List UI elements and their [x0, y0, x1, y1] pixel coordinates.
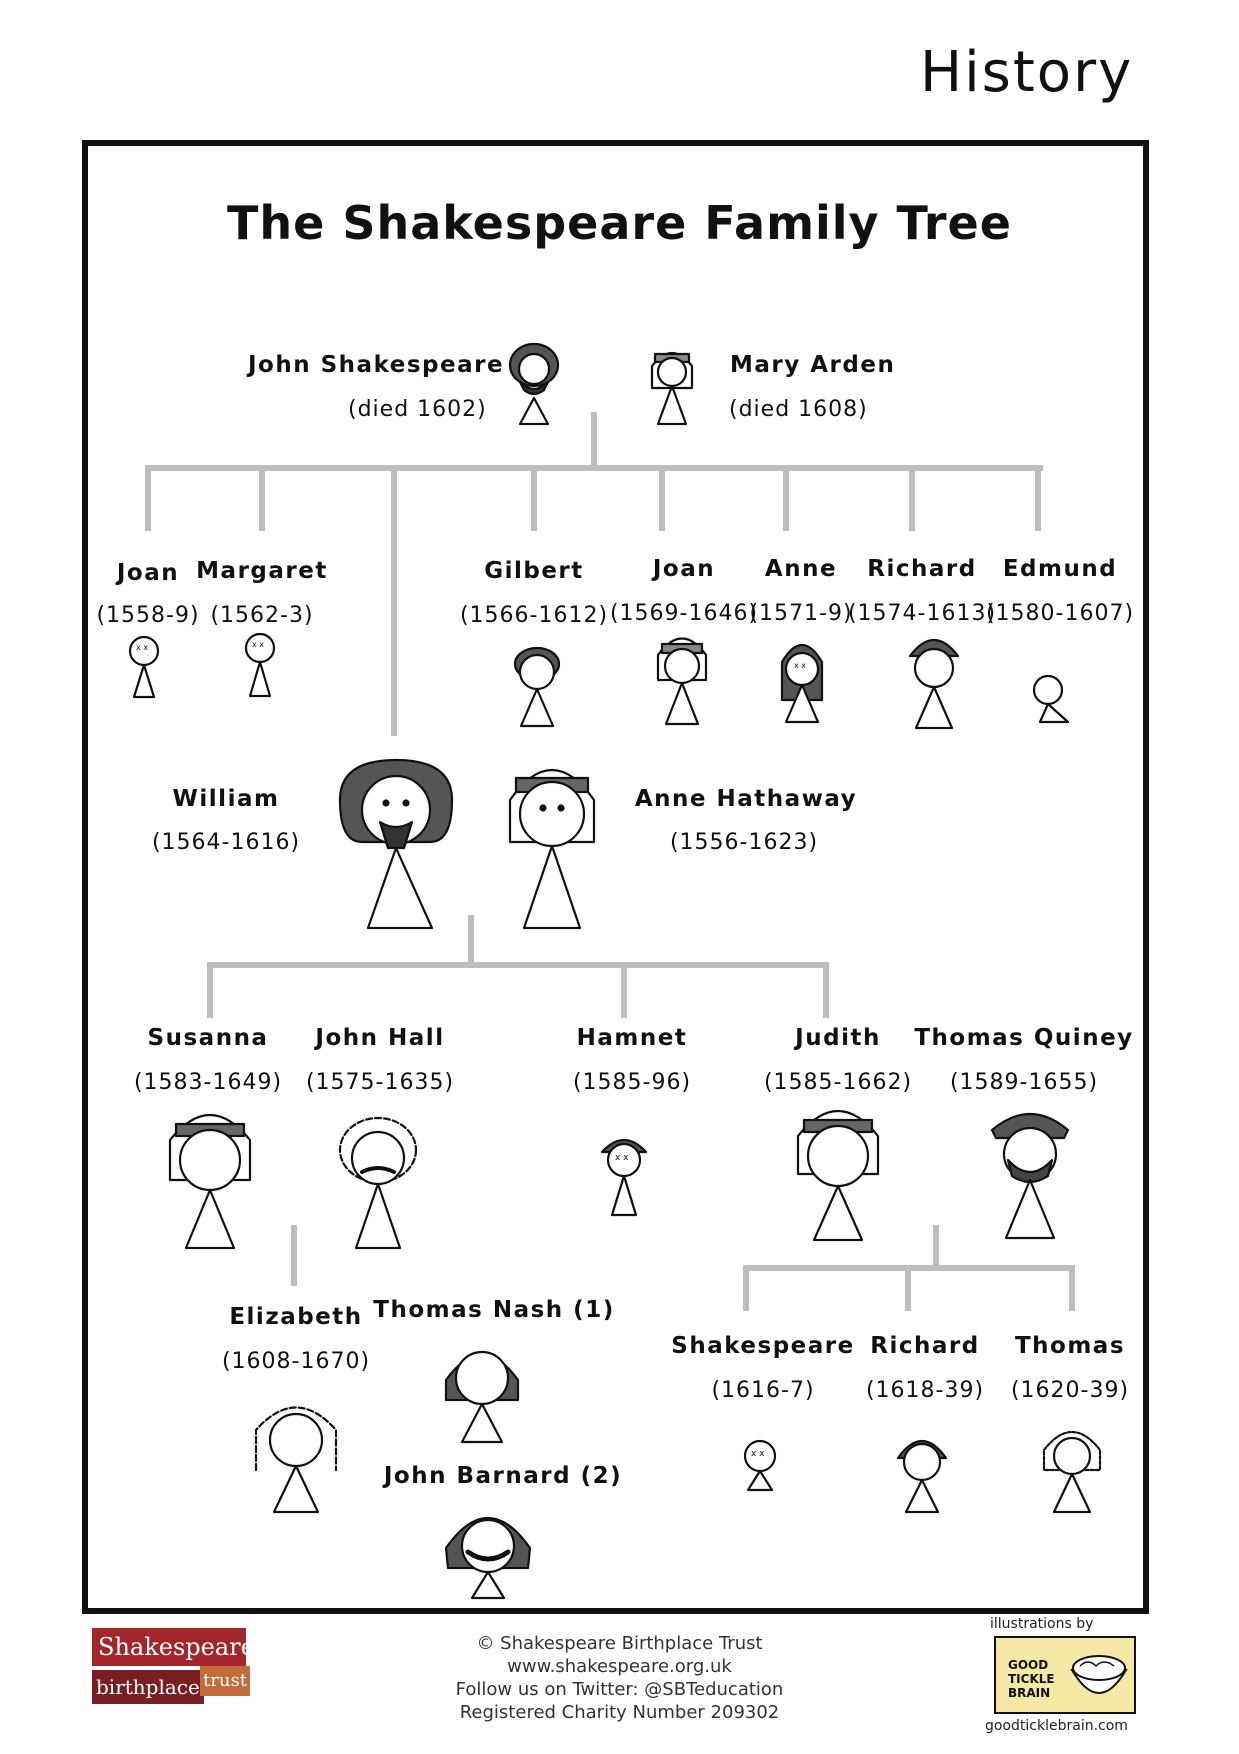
figure-margaret-icon: x x: [244, 632, 276, 698]
person-name-mary-arden: Mary Arden: [730, 352, 896, 378]
person-dates-joan-younger: (1569-1646): [609, 601, 759, 626]
person-name-anne: Anne: [764, 556, 838, 582]
brain-bowl-icon: [1070, 1655, 1128, 1694]
gtb-word-good: GOOD: [1008, 1658, 1049, 1672]
footer-twitter[interactable]: Follow us on Twitter: @SBTeducation: [455, 1679, 784, 1700]
figure-mary-arden-icon: [650, 351, 694, 426]
figure-thomas-quiney-icon: [990, 1112, 1070, 1240]
person-name-john-shakespeare: John Shakespeare: [248, 352, 505, 378]
person-dates-anne-hathaway: (1556-1623): [669, 830, 819, 855]
person-name-thomas-quiney: Thomas Quiney: [914, 1025, 1134, 1051]
person-name-anne-hathaway: Anne Hathaway: [634, 786, 858, 812]
figure-elizabeth-icon: [254, 1406, 338, 1514]
svg-text:x x: x x: [136, 643, 148, 652]
logo-word-trust: trust: [200, 1666, 250, 1696]
footer-charity-number: Registered Charity Number 209302: [459, 1702, 780, 1723]
person-dates-susanna: (1583-1649): [133, 1070, 283, 1095]
person-name-joan-younger: Joan: [652, 556, 716, 582]
figure-john-hall-icon: [338, 1116, 418, 1250]
figure-hamnet-icon: x x: [600, 1138, 648, 1217]
person-dates-elizabeth: (1608-1670): [221, 1349, 371, 1374]
person-name-gilbert: Gilbert: [484, 558, 584, 584]
footer-website-link[interactable]: www.shakespeare.org.uk: [507, 1656, 732, 1677]
person-name-thomas-nash: Thomas Nash (1): [373, 1297, 615, 1323]
figure-anne-hathaway-icon: [508, 768, 596, 930]
person-name-thomas-quiney-son: Thomas: [1014, 1333, 1126, 1359]
figure-john-shakespeare-icon: [508, 342, 560, 426]
person-dates-joan-elder: (1558-9): [96, 603, 200, 628]
footer-copyright: © Shakespeare Birthplace Trust: [476, 1633, 763, 1654]
figure-thomas-nash-icon: [444, 1350, 520, 1444]
figure-anne-icon: x x: [780, 644, 824, 724]
shakespeare-birthplace-trust-logo[interactable]: Shakespeare birthplace trust: [92, 1628, 255, 1708]
gtb-url[interactable]: goodticklebrain.com: [985, 1718, 1128, 1734]
figure-richard-quiney-icon: [896, 1440, 948, 1514]
figure-john-barnard-icon: [444, 1516, 532, 1600]
good-tickle-brain-logo[interactable]: GOOD TICKLE BRAIN: [994, 1636, 1136, 1714]
figure-thomas-quiney-son-icon: [1042, 1431, 1102, 1514]
person-dates-william: (1564-1616): [151, 830, 301, 855]
illustrations-credit: illustrations by: [990, 1616, 1094, 1632]
person-dates-shakespeare-quiney: (1616-7): [711, 1378, 815, 1403]
person-name-edmund: Edmund: [1002, 556, 1118, 582]
person-dates-thomas-quiney-son: (1620-39): [1010, 1378, 1130, 1403]
person-dates-john-shakespeare: (died 1602): [348, 397, 487, 422]
person-name-richard: Richard: [867, 556, 977, 582]
svg-text:x x: x x: [615, 1153, 629, 1163]
figure-richard-icon: [908, 639, 960, 730]
person-name-william: William: [172, 786, 280, 812]
person-dates-richard: (1574-1613): [847, 601, 997, 626]
person-dates-hamnet: (1585-96): [572, 1070, 692, 1095]
person-name-john-barnard: John Barnard (2): [383, 1463, 623, 1489]
person-dates-mary-arden: (died 1608): [729, 397, 868, 422]
gtb-word-tickle: TICKLE: [1008, 1672, 1055, 1686]
person-name-shakespeare-quiney: Shakespeare: [671, 1333, 855, 1359]
person-dates-thomas-quiney: (1589-1655): [949, 1070, 1099, 1095]
person-dates-richard-quiney: (1618-39): [865, 1378, 985, 1403]
figure-shakespeare-quiney-icon: x x: [743, 1439, 777, 1492]
person-name-elizabeth: Elizabeth: [229, 1304, 363, 1330]
logo-word-shakespeare: Shakespeare: [92, 1628, 255, 1666]
figure-gilbert-icon: [513, 646, 561, 728]
person-name-susanna: Susanna: [147, 1025, 269, 1051]
figure-edmund-icon: [1032, 674, 1070, 724]
person-name-judith: Judith: [795, 1025, 881, 1051]
figure-joan-elder-icon: x x: [128, 635, 160, 699]
tree-frame: [82, 140, 1149, 1614]
figure-susanna-icon: [168, 1114, 252, 1250]
svg-text:x x: x x: [252, 640, 264, 649]
person-dates-gilbert: (1566-1612): [459, 603, 609, 628]
person-dates-anne: (1571-9): [749, 601, 853, 626]
svg-text:x x: x x: [794, 661, 806, 670]
person-name-joan-elder: Joan: [116, 560, 180, 586]
logo-word-birthplace: birthplace: [92, 1670, 204, 1704]
figure-joan-younger-icon: [656, 637, 708, 726]
person-name-hamnet: Hamnet: [576, 1025, 688, 1051]
person-name-margaret: Margaret: [196, 558, 328, 584]
person-name-john-hall: John Hall: [315, 1025, 445, 1051]
person-dates-judith: (1585-1662): [763, 1070, 913, 1095]
gtb-word-brain: BRAIN: [1008, 1686, 1051, 1700]
person-dates-margaret: (1562-3): [210, 603, 314, 628]
person-dates-john-hall: (1575-1635): [305, 1070, 455, 1095]
svg-text:x x: x x: [751, 1449, 765, 1459]
tree-title: The Shakespeare Family Tree: [227, 196, 1012, 250]
person-dates-edmund: (1580-1607): [985, 601, 1135, 626]
figure-judith-icon: [796, 1110, 880, 1242]
figure-william-icon: [338, 758, 454, 930]
person-name-richard-quiney: Richard: [870, 1333, 980, 1359]
section-heading: History: [920, 40, 1134, 105]
